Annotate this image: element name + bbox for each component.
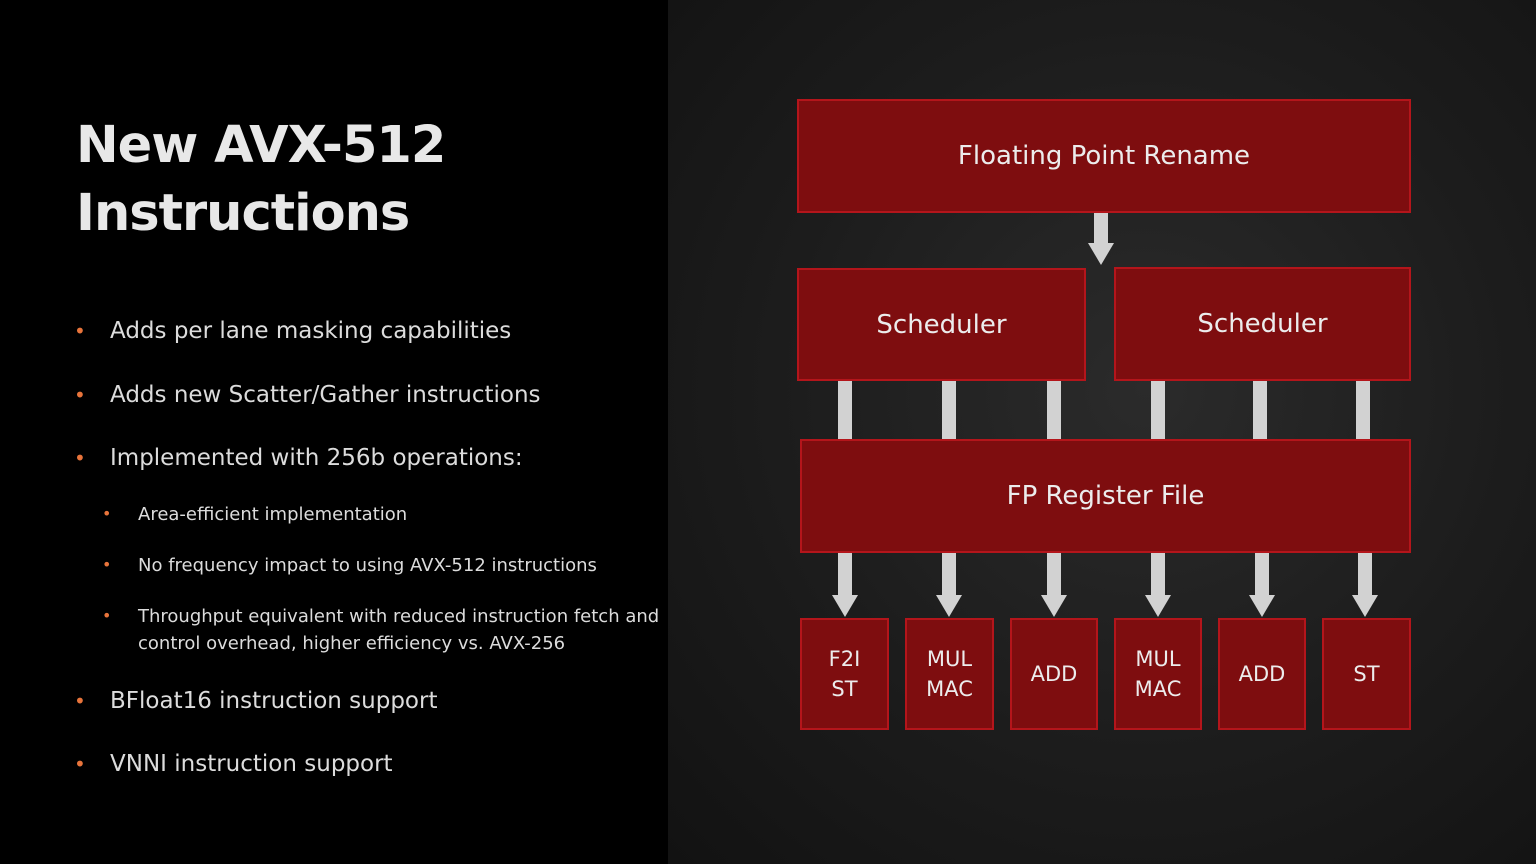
unit-label: F2I ST [828,647,861,701]
bullet-item: Adds new Scatter/Gather instructions [110,382,541,408]
unit-label: MUL MAC [926,647,973,701]
fp-register-file-box: FP Register File [800,439,1411,553]
sub-bullet-item: Area-efficient implementation [138,504,408,525]
connector-sched-rf [1047,381,1061,440]
sub-bullet-item: Throughput equivalent with reduced instr… [138,606,660,654]
connector-sched-rf [1253,381,1267,440]
bullet-dot: • [74,446,86,470]
connector-sched-rf [1151,381,1165,440]
arrowhead-unit [1249,595,1275,617]
scheduler-left-label: Scheduler [876,309,1007,340]
bullet-item: Adds per lane masking capabilities [110,318,512,344]
arrowhead-unit [1145,595,1171,617]
bullet-dot: • [74,319,86,343]
unit-label: ADD [1238,662,1286,686]
arrowhead-unit [832,595,858,617]
title-line-1: New AVX-512 [76,116,446,175]
fp-rename-label: Floating Point Rename [957,141,1251,171]
sub-bullet-item: No frequency impact to using AVX-512 ins… [138,555,597,576]
arrow-rf-to-unit [1151,553,1165,595]
fp-register-file-label: FP Register File [1006,481,1205,511]
connector-sched-rf [838,381,852,440]
unit-add: ADD [1010,618,1098,730]
unit-f2i-st: F2I ST [800,618,889,730]
arrowhead-unit [1041,595,1067,617]
title-line-2: Instructions [76,184,410,243]
unit-label: ST [1353,662,1380,686]
sub-bullet-dot: • [102,504,112,523]
unit-label: MUL MAC [1134,647,1182,701]
scheduler-right-box: Scheduler [1114,267,1411,381]
fp-rename-box: Floating Point Rename [797,99,1411,213]
bullet-item: Implemented with 256b operations: [110,445,523,471]
arrow-rf-to-unit [1255,553,1269,595]
text-panel [0,0,668,864]
connector-sched-rf [942,381,956,440]
bullet-dot: • [74,383,86,407]
arrow-rf-to-unit [1358,553,1372,595]
arrow-rf-to-unit [942,553,956,595]
slide-title: New AVX-512 Instructions [76,112,446,248]
bullet-dot: • [74,752,86,776]
arrow-rename-to-schedulers [1094,213,1108,243]
connector-sched-rf [1356,381,1370,440]
unit-mul-mac: MUL MAC [905,618,994,730]
bullet-item: VNNI instruction support [110,751,393,777]
arrowhead-rename [1088,243,1114,265]
arrow-rf-to-unit [838,553,852,595]
scheduler-left-box: Scheduler [797,268,1086,381]
arrow-rf-to-unit [1047,553,1061,595]
unit-label: ADD [1030,662,1078,686]
sub-bullet-dot: • [102,606,112,625]
unit-add: ADD [1218,618,1306,730]
sub-bullet-dot: • [102,555,112,574]
bullet-dot: • [74,689,86,713]
scheduler-right-label: Scheduler [1197,309,1328,339]
arrowhead-unit [936,595,962,617]
unit-st: ST [1322,618,1411,730]
bullet-item: BFloat16 instruction support [110,688,438,714]
arrowhead-unit [1352,595,1378,617]
unit-mul-mac: MUL MAC [1114,618,1202,730]
